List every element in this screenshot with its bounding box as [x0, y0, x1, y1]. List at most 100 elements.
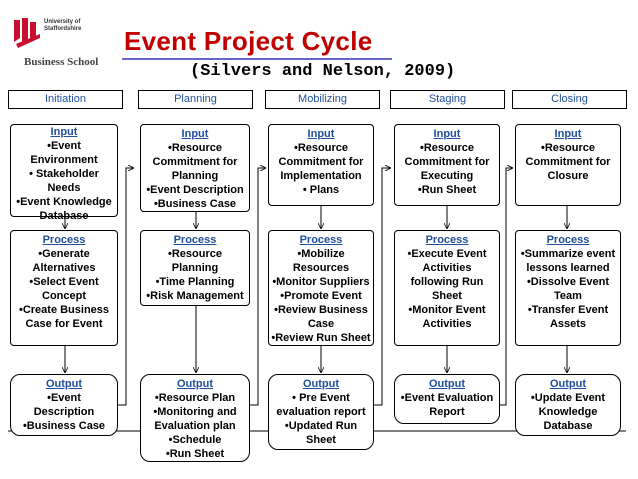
phase-staging: Staging — [390, 90, 505, 109]
output-box-planning: Output •Resource Plan •Monitoring and Ev… — [140, 374, 250, 462]
phase-closing: Closing — [512, 90, 627, 109]
university-logo: University of Staffordshire Business Sch… — [10, 16, 130, 72]
output-heading: Output — [45, 378, 83, 390]
input-item: Planning — [171, 170, 219, 182]
input-item: •Event Description — [146, 184, 244, 196]
input-heading: Input — [181, 128, 209, 140]
logo-line-1: University of — [44, 19, 81, 25]
output-item: •Monitoring and — [153, 406, 237, 418]
output-item: •Event Evaluation — [400, 392, 494, 404]
input-heading: Input — [554, 128, 582, 140]
output-item: Report — [429, 406, 465, 418]
input-item: Commitment for — [404, 156, 490, 168]
process-item: •Monitor Event — [408, 304, 486, 316]
process-item: •Execute Event — [407, 248, 487, 260]
input-item: •Resource — [168, 142, 222, 154]
process-item: Activities — [422, 262, 472, 274]
process-item: •Mobilize — [297, 248, 345, 260]
process-item: Team — [554, 290, 582, 302]
output-item: Description — [33, 406, 95, 418]
process-item: Case for Event — [25, 318, 103, 330]
phase-initiation: Initiation — [8, 90, 123, 109]
phase-mobilizing: Mobilizing — [265, 90, 380, 109]
phase-planning: Planning — [138, 90, 253, 109]
output-item: •Event — [47, 392, 81, 404]
page-title: Event Project Cycle — [124, 26, 373, 56]
university-logo-mark-icon — [14, 18, 40, 48]
process-heading: Process — [173, 234, 217, 246]
title-underline — [122, 58, 392, 60]
output-item: • Pre Event — [292, 392, 350, 404]
process-item: •Generate — [38, 248, 90, 260]
input-item: Commitment for — [278, 156, 364, 168]
process-item: following Run — [410, 276, 484, 288]
process-item: Concept — [42, 290, 86, 302]
input-item: Environment — [30, 154, 98, 166]
input-item: • Stakeholder — [29, 168, 99, 180]
process-item: •Promote Event — [280, 290, 362, 302]
process-box-mobilizing: Process •Mobilize Resources •Monitor Sup… — [268, 230, 374, 346]
output-item: •Business Case — [22, 420, 106, 432]
logo-university-name: University of Staffordshire — [44, 19, 81, 33]
output-heading: Output — [302, 378, 340, 390]
output-item: •Schedule — [168, 434, 222, 446]
process-item: Activities — [422, 318, 472, 330]
output-box-closing: Output •Update Event Knowledge Database — [515, 374, 621, 436]
output-item: evaluation report — [276, 406, 366, 418]
output-box-staging: Output •Event Evaluation Report — [394, 374, 500, 424]
process-item: •Monitor Suppliers — [272, 276, 370, 288]
output-box-mobilizing: Output • Pre Event evaluation report •Up… — [268, 374, 374, 450]
process-item: Resources — [292, 262, 350, 274]
process-box-staging: Process •Execute Event Activities follow… — [394, 230, 500, 346]
process-item: •Create Business — [18, 304, 110, 316]
process-item: Planning — [171, 262, 219, 274]
input-box-staging: Input •Resource Commitment for Executing… — [394, 124, 500, 206]
input-item: •Business Case — [153, 198, 237, 210]
process-item: •Risk Management — [146, 290, 244, 302]
process-item: •Time Planning — [155, 276, 235, 288]
output-box-initiation: Output •Event Description •Business Case — [10, 374, 118, 436]
output-item: •Run Sheet — [165, 448, 225, 460]
process-item: •Dissolve Event — [526, 276, 610, 288]
output-item: •Updated Run — [284, 420, 358, 432]
input-item: •Resource — [420, 142, 474, 154]
process-box-closing: Process •Summarize event lessons learned… — [515, 230, 621, 346]
input-item: •Run Sheet — [417, 184, 477, 196]
input-item: Commitment for — [152, 156, 238, 168]
process-item: lessons learned — [526, 262, 610, 274]
input-item: Executing — [420, 170, 474, 182]
input-item: Needs — [47, 182, 81, 194]
process-heading: Process — [299, 234, 343, 246]
process-box-planning: Process •Resource Planning •Time Plannin… — [140, 230, 250, 306]
input-heading: Input — [433, 128, 461, 140]
input-heading: Input — [307, 128, 335, 140]
process-item: Sheet — [432, 290, 462, 302]
input-item: Commitment for — [525, 156, 611, 168]
process-item: •Review Business — [274, 304, 368, 316]
input-box-closing: Input •Resource Commitment for Closure — [515, 124, 621, 206]
output-item: Evaluation plan — [154, 420, 236, 432]
process-item: Alternatives — [32, 262, 96, 274]
output-item: •Update Event — [530, 392, 606, 404]
process-item: Assets — [549, 318, 587, 330]
process-item: •Transfer Event — [527, 304, 609, 316]
input-box-mobilizing: Input •Resource Commitment for Implement… — [268, 124, 374, 206]
output-heading: Output — [176, 378, 214, 390]
output-item: Knowledge — [538, 406, 598, 418]
input-box-initiation: Input •Event Environment • Stakeholder N… — [10, 124, 118, 222]
process-box-initiation: Process •Generate Alternatives •Select E… — [10, 230, 118, 346]
input-item: •Resource — [541, 142, 595, 154]
logo-line-2: Staffordshire — [44, 26, 82, 32]
output-heading: Output — [549, 378, 587, 390]
input-item: •Event Knowledge — [16, 196, 112, 208]
input-box-planning: Input •Resource Commitment for Planning … — [140, 124, 250, 212]
input-item: Database — [39, 210, 89, 222]
process-item: •Review Run Sheet — [271, 332, 371, 344]
process-item: •Summarize event — [520, 248, 616, 260]
process-heading: Process — [425, 234, 469, 246]
process-heading: Process — [42, 234, 86, 246]
input-item: Implementation — [280, 170, 362, 182]
page-subtitle: (Silvers and Nelson, 2009) — [190, 62, 456, 81]
logo-school-name: Business School — [24, 56, 99, 68]
input-heading: Input — [50, 126, 78, 138]
